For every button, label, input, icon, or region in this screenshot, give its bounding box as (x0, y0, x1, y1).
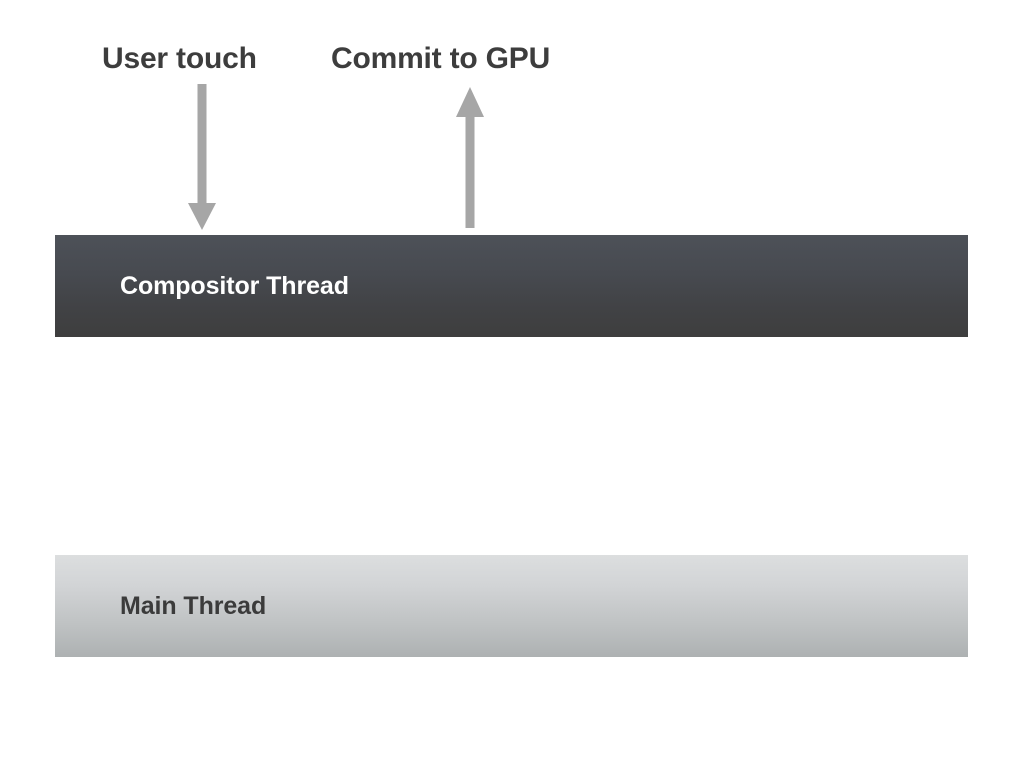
lane-compositor-thread: Compositor Thread (55, 235, 968, 337)
lane-main-thread: Main Thread (55, 555, 968, 657)
label-commit-to-gpu: Commit to GPU (331, 42, 551, 75)
lane-label-main-thread: Main Thread (120, 591, 267, 620)
arrow-up-icon (456, 87, 484, 228)
label-user-touch: User touch (102, 42, 257, 75)
arrow-down-icon (188, 84, 216, 230)
lane-label-compositor-thread: Compositor Thread (120, 271, 349, 300)
